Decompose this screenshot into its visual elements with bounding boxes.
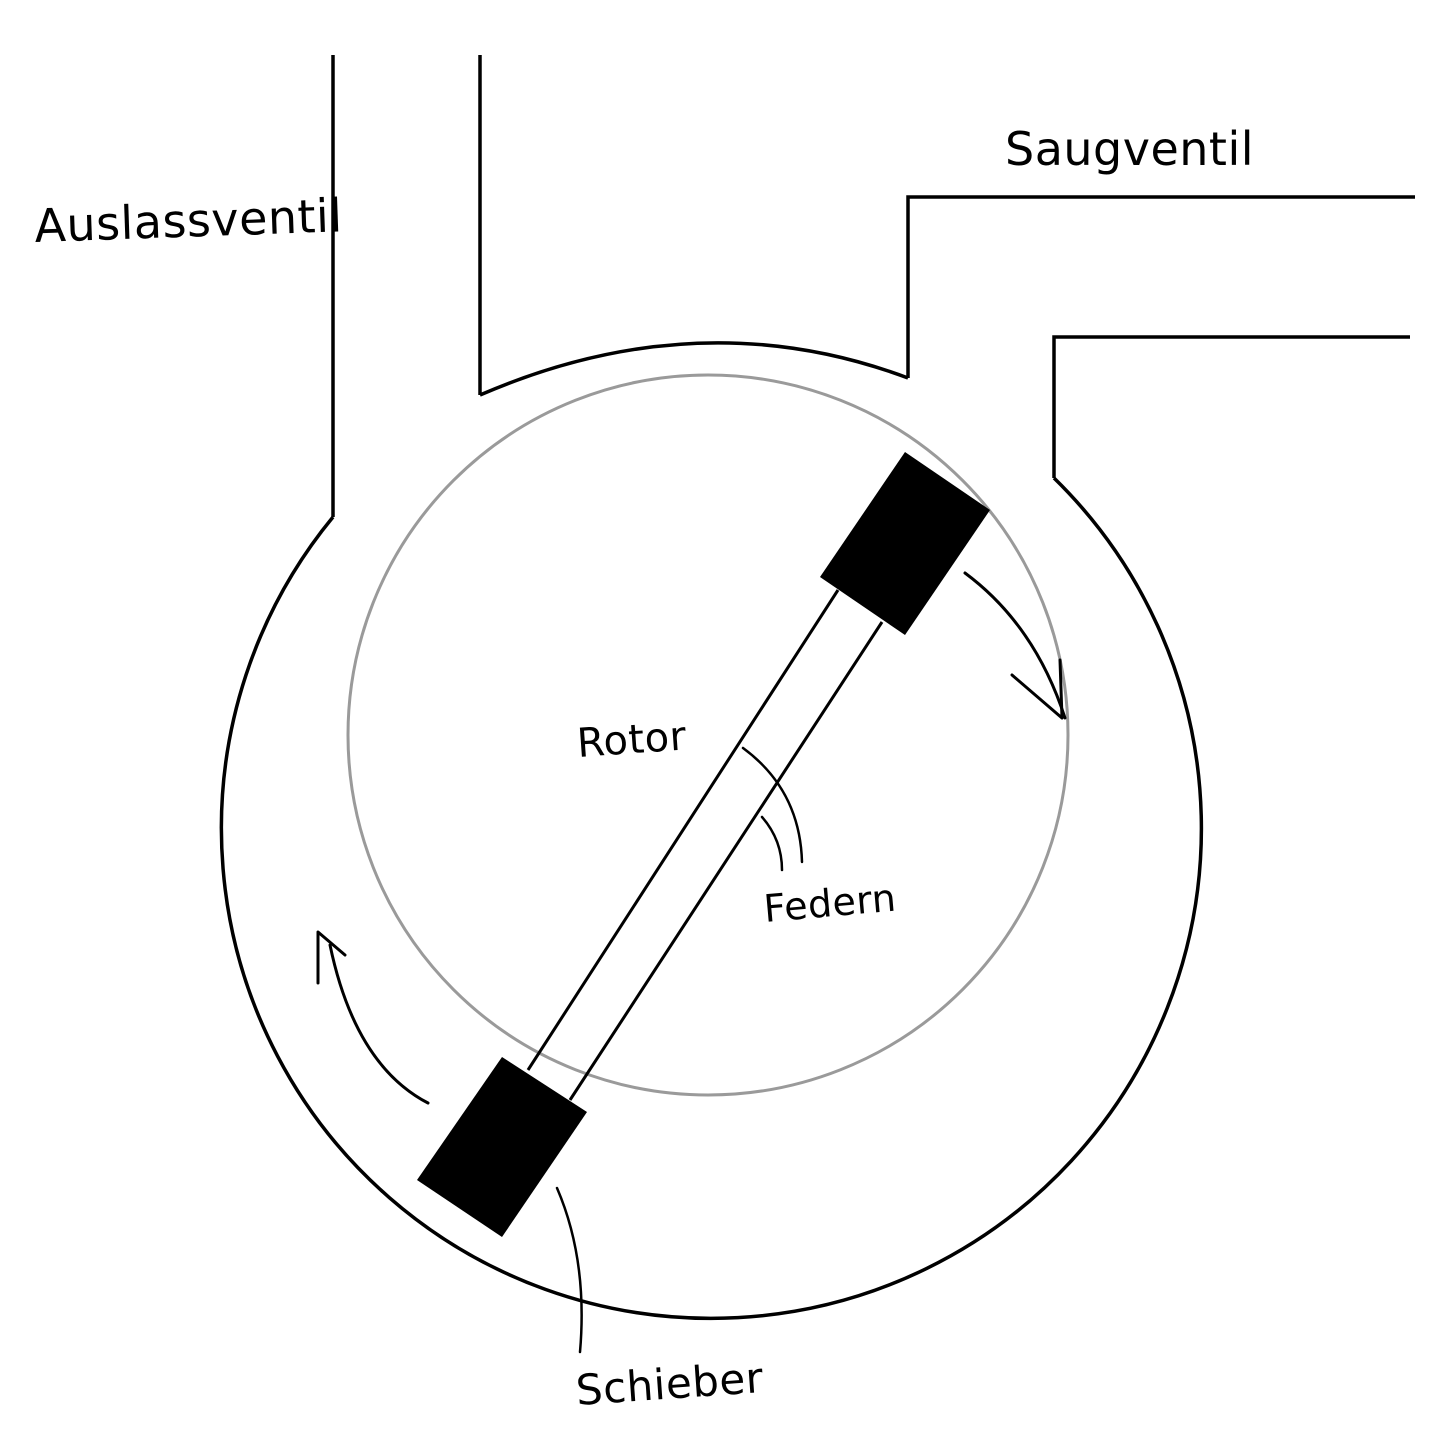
label-rotor: Rotor <box>575 713 688 767</box>
rotor-outline <box>346 373 1070 1097</box>
rotation-arrow-right <box>963 571 1067 720</box>
label-outlet-valve: Auslassventil <box>33 188 343 253</box>
vane-leader <box>555 1186 583 1354</box>
label-intake-valve: Saugventil <box>1005 122 1254 176</box>
springs-leader-2 <box>760 815 784 872</box>
springs-leader-1 <box>741 746 804 864</box>
intake-pipe <box>906 195 1415 478</box>
leader-lines <box>555 746 804 1354</box>
rotation-arrow-left <box>316 930 430 1105</box>
pump-housing <box>219 476 1204 1321</box>
spring-rods <box>526 589 884 1101</box>
outlet-pipe <box>331 55 482 517</box>
pump-housing-top-arc <box>479 341 909 397</box>
vane-upper <box>820 452 990 635</box>
label-springs: Federn <box>762 876 898 931</box>
label-vane: Schieber <box>574 1353 765 1415</box>
vane-lower <box>417 1057 587 1237</box>
